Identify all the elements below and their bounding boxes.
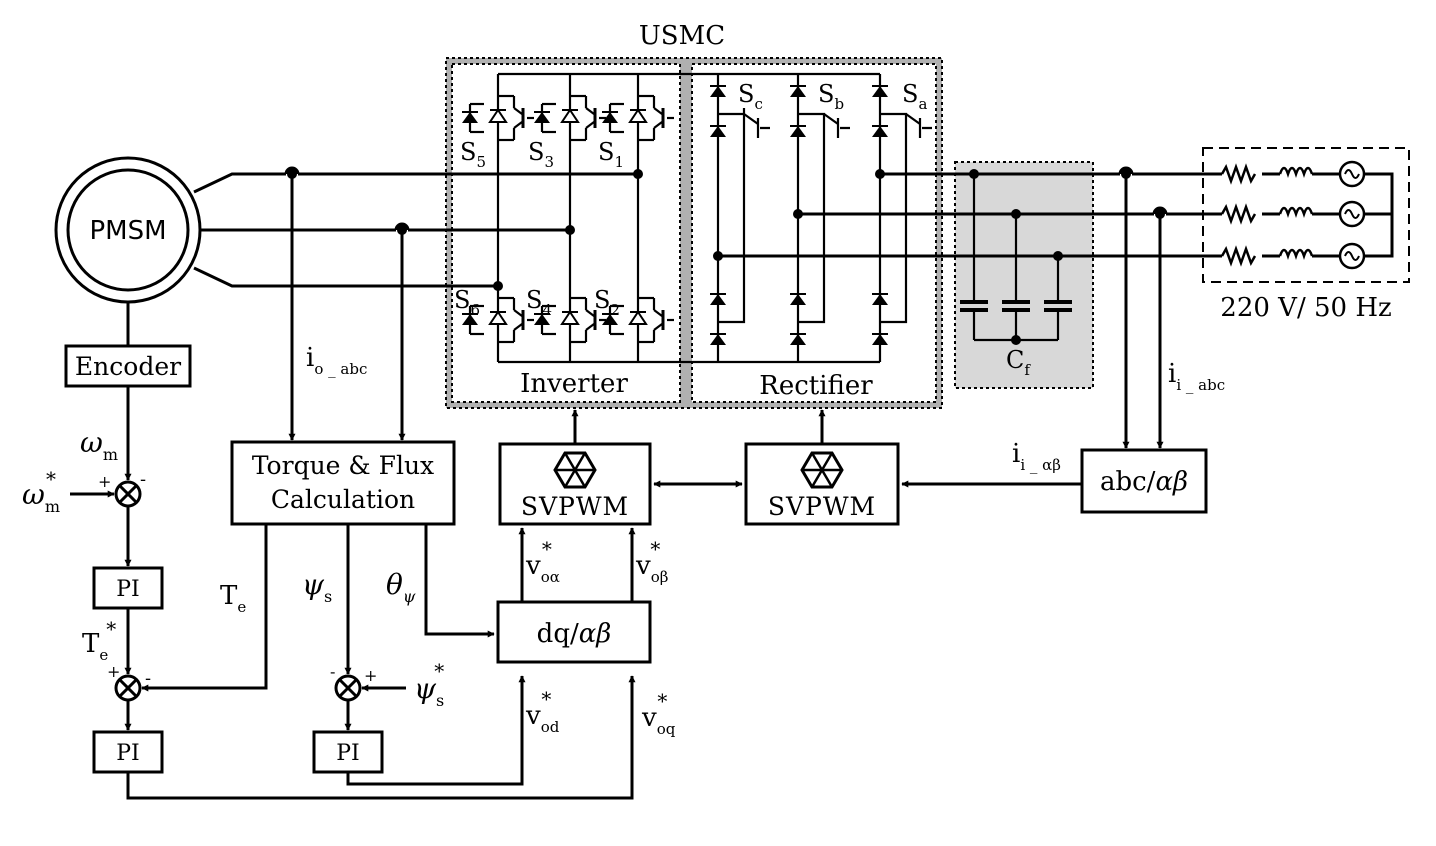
inverter-diodes: [461, 102, 624, 336]
pi-speed-label: PI: [116, 577, 140, 602]
psi-ref-label: ψs*: [414, 659, 444, 710]
phase-a-line: [193, 172, 638, 194]
v-oq-label: voq*: [641, 689, 676, 738]
svpwm-inverter-label: SVPWM: [521, 492, 629, 521]
s4-label: S4: [526, 286, 552, 319]
filter-capacitors: [958, 169, 1074, 345]
v-od-label: vod*: [525, 687, 560, 736]
theta-wire: [424, 524, 495, 638]
svpwm-hexagon-icon: [553, 451, 597, 489]
cf-label: Cf: [1006, 346, 1031, 379]
pmsm-label: PMSM: [89, 216, 166, 246]
flux-plus-sign: +: [364, 666, 377, 685]
dq-ab-block: [496, 600, 652, 664]
filter-capacitor-region: [954, 161, 1094, 389]
phase-c-line: [193, 266, 498, 288]
abc-ab-block: [1080, 448, 1208, 514]
psi-s-label: ψs: [302, 568, 332, 606]
torque-flux-label-1: Torque & Flux: [252, 451, 434, 480]
vd-ref-wire: [346, 675, 526, 786]
io-abc-label: io _ abc: [306, 343, 367, 378]
sa-label: Sa: [902, 80, 927, 113]
pi-torque-label: PI: [116, 741, 140, 766]
sb-label: Sb: [818, 80, 844, 113]
abc-ab-label: abc/αβ: [1100, 467, 1188, 497]
dq-ab-label: dq/αβ: [537, 619, 612, 649]
ii-abc-label: ii _ abc: [1168, 359, 1225, 394]
vq-ref-wire: [126, 675, 636, 800]
pmsm-motor: [54, 156, 202, 304]
te-label: Te: [220, 581, 246, 616]
speed-minus-sign: -: [140, 469, 146, 490]
omega-m-label: ωm: [80, 426, 118, 464]
pi-speed-block: [92, 566, 164, 610]
encoder-label: Encoder: [75, 352, 181, 381]
pi-flux-label: PI: [336, 741, 360, 766]
s2-label: S2: [594, 286, 620, 319]
sc-label: Sc: [738, 80, 763, 113]
inverter-label: Inverter: [520, 369, 628, 399]
inverter-bridge: [488, 72, 880, 364]
torque-flux-calc-block: [230, 440, 456, 526]
omega-ref-label: ωm*: [22, 467, 60, 516]
s5-label: S5: [460, 138, 486, 171]
speed-sum-junction: [114, 480, 142, 508]
ii-ab-label: ii _ αβ: [1012, 439, 1061, 474]
te-ref-label: Te*: [82, 617, 116, 664]
source-rating-label: 220 V/ 50 Hz: [1220, 293, 1391, 323]
rectifier-label: Rectifier: [759, 371, 873, 401]
svpwm-hexagon-icon: [800, 451, 844, 489]
speed-plus-sign: +: [98, 472, 111, 491]
ac-source-icon: [1338, 242, 1366, 270]
v-ob-label: voβ*: [635, 537, 668, 586]
torque-flux-label-2: Calculation: [271, 485, 415, 514]
usmc-title: USMC: [639, 21, 725, 51]
theta-psi-label: θψ: [386, 568, 416, 606]
grid-source: [1220, 160, 1394, 270]
s6-label: S6: [454, 286, 480, 319]
te-feedback-wire: [141, 524, 268, 692]
ac-source-icon: [1338, 160, 1366, 188]
v-oa-label: voα*: [525, 537, 560, 586]
flux-sum-junction: [334, 674, 362, 702]
torque-minus-sign: -: [145, 668, 151, 689]
torque-plus-sign: +: [107, 662, 120, 681]
ac-source-icon: [1338, 200, 1366, 228]
flux-minus-sign: -: [330, 662, 335, 681]
svpwm-rectifier-label: SVPWM: [768, 492, 876, 521]
usmc-block: [445, 57, 943, 409]
s3-label: S3: [528, 138, 554, 171]
s1-label: S1: [598, 138, 624, 171]
encoder-block: [64, 344, 192, 388]
